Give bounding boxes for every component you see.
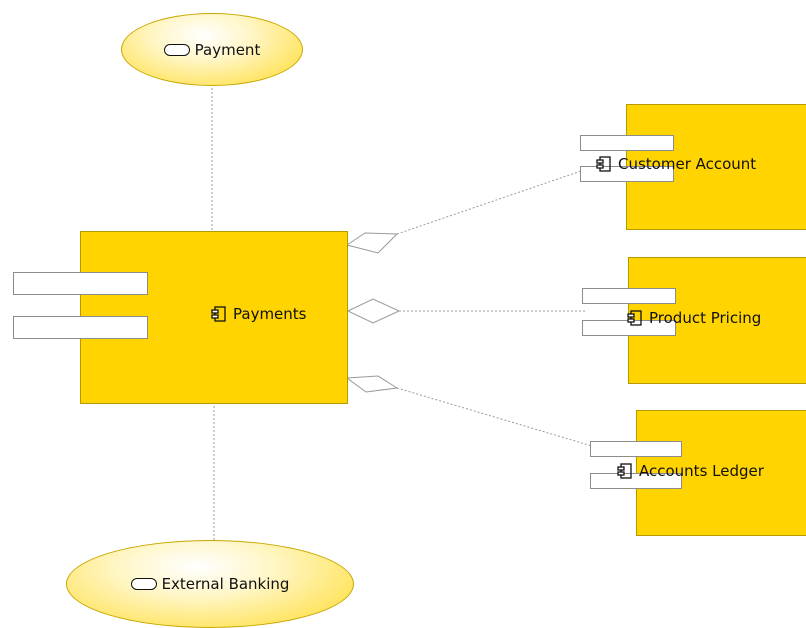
- component-payments-port-top: [13, 272, 148, 295]
- service-payment[interactable]: Payment: [121, 13, 303, 86]
- service-payment-label: Payment: [194, 40, 261, 59]
- component-customer-account-port-bottom: [580, 166, 674, 182]
- service-pill-icon: [163, 43, 190, 56]
- component-customer-account-label: Customer Account: [618, 155, 757, 173]
- component-customer-account-label-group: Customer Account: [596, 155, 756, 173]
- component-accounts-ledger-port-top: [590, 441, 682, 457]
- component-product-pricing-port-top: [582, 288, 676, 304]
- aggregation-diamond-accounts-ledger: [345, 375, 399, 393]
- component-icon: [211, 306, 226, 322]
- component-icon: [627, 310, 642, 326]
- service-external-banking[interactable]: External Banking: [66, 540, 354, 628]
- component-accounts-ledger-label-group: Accounts Ledger: [617, 462, 764, 480]
- component-customer-account-port-top: [580, 135, 674, 151]
- component-product-pricing-label: Product Pricing: [649, 309, 762, 327]
- component-accounts-ledger-port-bottom: [590, 473, 682, 489]
- component-icon: [617, 463, 632, 479]
- service-pill-icon: [130, 578, 157, 590]
- aggregation-diamond-customer-account: [345, 232, 399, 254]
- component-accounts-ledger-label: Accounts Ledger: [639, 462, 764, 480]
- service-external-banking-label: External Banking: [161, 575, 290, 593]
- component-payments-label-group: Payments: [211, 305, 306, 323]
- aggregation-diamond-product-pricing: [346, 298, 401, 324]
- component-payments-label: Payments: [233, 305, 307, 323]
- component-icon: [596, 156, 611, 172]
- component-payments-port-bottom: [13, 316, 148, 339]
- component-product-pricing-label-group: Product Pricing: [627, 309, 761, 327]
- connector-to-accounts-ledger: [396, 387, 593, 447]
- connector-to-customer-account: [396, 169, 585, 235]
